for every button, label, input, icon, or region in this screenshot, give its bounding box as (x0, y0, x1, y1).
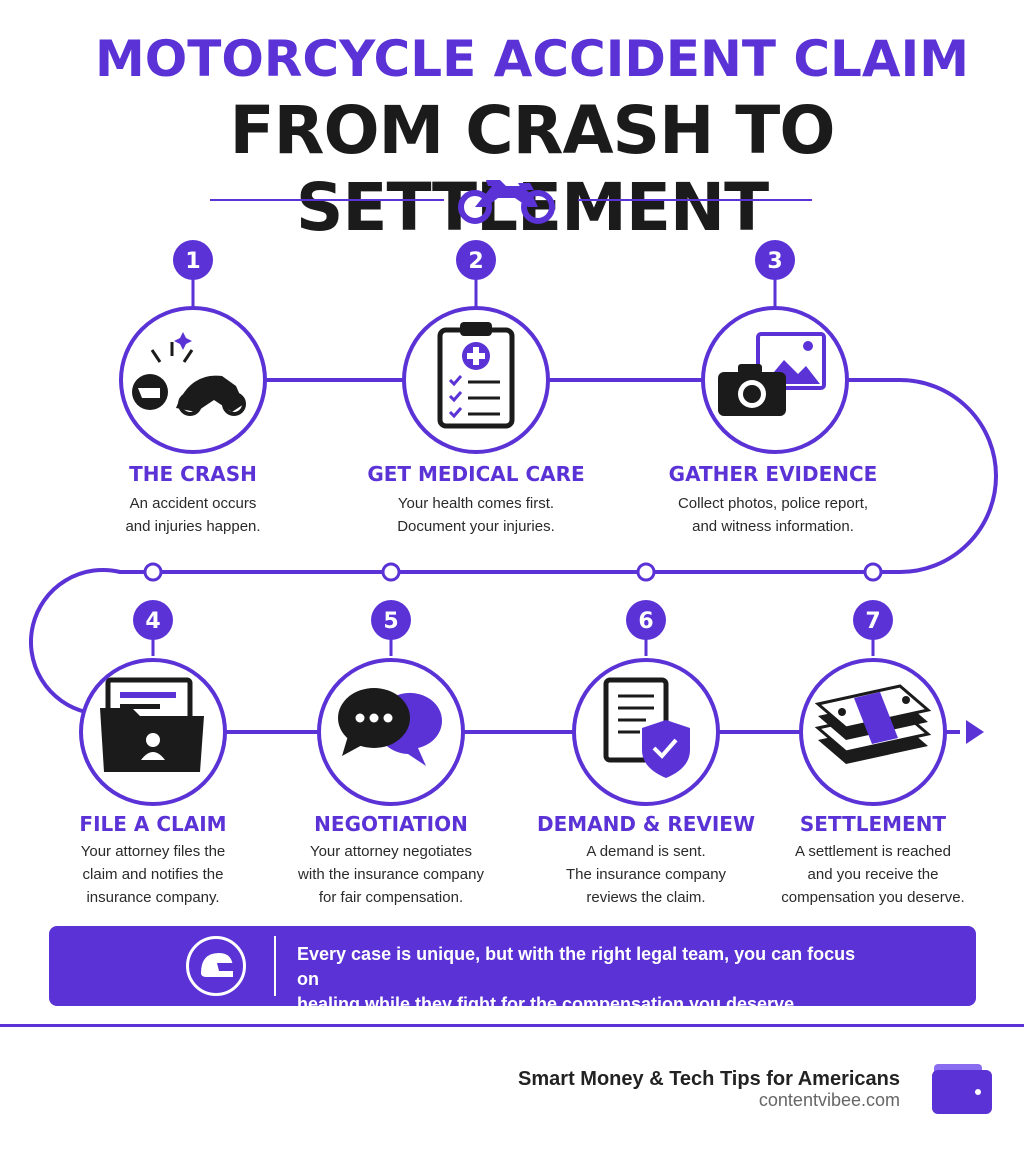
wallet-icon (930, 1062, 994, 1116)
step-1-circle (119, 306, 267, 454)
step-3-title: GATHER EVIDENCE (668, 462, 878, 486)
step-5-title: NEGOTIATION (314, 812, 468, 836)
helmet-icon (186, 936, 246, 996)
banner-text: Every case is unique, but with the right… (297, 944, 856, 1014)
step-2-badge: 2 (456, 240, 496, 280)
step-1-title: THE CRASH (129, 462, 257, 486)
title-line-2: FROM CRASH TO SETTLEMENT (229, 92, 836, 246)
banner-divider (274, 936, 276, 996)
node-dot (863, 562, 883, 582)
step-3-badge: 3 (755, 240, 795, 280)
step-4-title: FILE A CLAIM (79, 812, 227, 836)
info-banner: Every case is unique, but with the right… (49, 926, 976, 1014)
step-6-badge: 6 (626, 600, 666, 640)
medical-clipboard-icon (437, 322, 515, 429)
step-6-number: 6 (638, 609, 653, 634)
step-7-title: SETTLEMENT (799, 812, 947, 836)
node-dot (636, 562, 656, 582)
step-3-number: 3 (767, 249, 782, 274)
step-4-number: 4 (145, 609, 160, 634)
step-7-badge: 7 (853, 600, 893, 640)
folder-claim-icon (100, 677, 204, 772)
document-shield-icon (603, 677, 690, 778)
footer-site: contentvibee.com (758, 1090, 900, 1110)
step-7-number: 7 (865, 609, 880, 634)
crash-icon (132, 332, 246, 416)
step-1-badge: 1 (173, 240, 213, 280)
step-1-number: 1 (185, 249, 200, 274)
step-4-badge: 4 (133, 600, 173, 640)
step-3-description: Collect photos, police report,and witnes… (677, 495, 869, 535)
step-5-number: 5 (383, 609, 398, 634)
step-2-number: 2 (468, 249, 483, 274)
node-dot (381, 562, 401, 582)
footer-tagline: Smart Money & Tech Tips for Americans (518, 1068, 900, 1090)
camera-photo-icon (718, 332, 826, 416)
chat-bubbles-icon (338, 688, 442, 766)
money-stack-icon (814, 684, 932, 764)
footer-divider (0, 1024, 1024, 1027)
step-2-description: Your health comes first.Document your in… (397, 495, 555, 535)
process-connector (29, 378, 998, 734)
title-line-1: MOTORCYCLE ACCIDENT CLAIM (95, 30, 969, 88)
node-dot (143, 562, 163, 582)
arrow-head-icon (966, 720, 984, 744)
step-5-badge: 5 (371, 600, 411, 640)
step-6-title: DEMAND & REVIEW (536, 812, 756, 836)
step-2-title: GET MEDICAL CARE (367, 462, 585, 486)
motorcycle-icon (458, 180, 555, 224)
